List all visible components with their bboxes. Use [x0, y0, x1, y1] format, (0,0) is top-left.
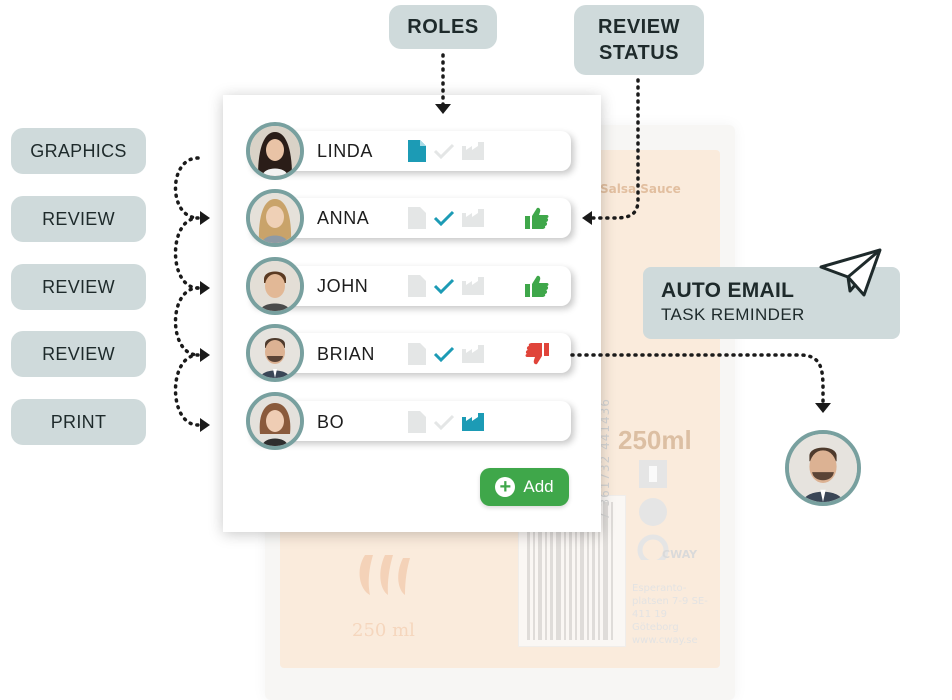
plus-icon: +: [495, 477, 516, 497]
review-status-callout: REVIEW STATUS: [574, 5, 704, 75]
reminder-recipient-avatar: [785, 430, 861, 506]
background-volume-small: 250 ml: [352, 620, 415, 641]
brand-label: CWAY: [662, 548, 698, 561]
avatar: [246, 189, 304, 247]
review-status-line1: REVIEW: [598, 16, 680, 38]
factory-icon: [462, 277, 484, 295]
check-icon: [433, 346, 455, 362]
avatar: [246, 392, 304, 450]
auto-email-subtitle: TASK REMINDER: [661, 305, 805, 324]
user-name: JOHN: [317, 276, 369, 296]
chili-icon: [359, 555, 410, 595]
factory-icon: [462, 142, 484, 160]
arrowhead-icon: [582, 211, 592, 225]
user-name: ANNA: [317, 208, 370, 228]
role-label-review: REVIEW: [11, 331, 146, 377]
check-icon: [433, 143, 455, 159]
role-label-graphics: GRAPHICS: [11, 128, 146, 174]
arrowhead-icon: [200, 211, 210, 225]
thumbs-up-icon: [525, 275, 549, 297]
arrowhead-icon: [435, 104, 451, 114]
document-icon: [408, 411, 426, 433]
recycle-icon: [637, 460, 669, 560]
add-button-label: Add: [523, 477, 554, 496]
auto-email-title: AUTO EMAIL: [661, 279, 795, 302]
check-icon: [433, 210, 455, 226]
user-name: LINDA: [317, 141, 374, 161]
role-label-print: PRINT: [11, 399, 146, 445]
paper-plane-icon: [819, 248, 882, 297]
factory-icon: [462, 345, 484, 363]
user-name: BRIAN: [317, 344, 376, 364]
check-icon: [433, 414, 455, 430]
thumbs-up-icon: [525, 207, 549, 229]
avatar: [246, 257, 304, 315]
document-icon: [408, 343, 426, 365]
brand-address: Esperanto-platsen 7-9 SE-411 19 Göteborg…: [632, 583, 708, 646]
arrowhead-icon: [200, 281, 210, 295]
factory-icon: [462, 209, 484, 227]
document-icon: [408, 207, 426, 229]
review-status-line2: STATUS: [598, 42, 680, 64]
arrowhead-icon: [200, 418, 210, 432]
roles-callout: ROLES: [389, 5, 497, 49]
arrowhead-icon: [200, 348, 210, 362]
add-user-button[interactable]: + Add: [480, 468, 569, 506]
role-label-review: REVIEW: [11, 196, 146, 242]
user-name: BO: [317, 412, 345, 432]
document-icon: [408, 140, 426, 162]
role-label-review: REVIEW: [11, 264, 146, 310]
avatar: [246, 324, 304, 382]
background-label-title: Salsa Sauce: [600, 182, 681, 196]
avatar: [246, 122, 304, 180]
check-icon: [433, 278, 455, 294]
arrowhead-icon: [815, 403, 831, 413]
document-icon: [408, 275, 426, 297]
background-volume-large: 250ml: [618, 425, 692, 455]
factory-icon: [462, 413, 484, 431]
thumbs-down-icon: [525, 343, 549, 365]
